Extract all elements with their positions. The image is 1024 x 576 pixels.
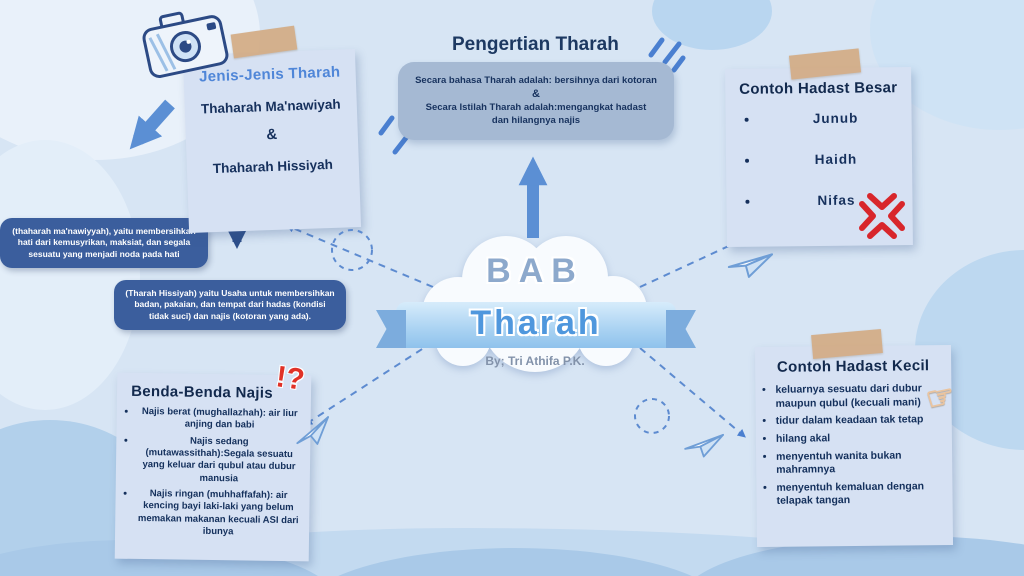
background-blob <box>652 0 772 50</box>
list-item: Nifas <box>760 192 912 209</box>
background-blob <box>0 140 140 410</box>
jenis-item-hissiyah: Thaharah Hissiyah <box>212 156 334 177</box>
pengertian-line2: Secara Istilah Tharah adalah:mengangkat … <box>425 102 647 126</box>
list-item: Najis berat (mughallazhah): air liur anj… <box>137 406 303 433</box>
note-hissiyah: (Tharah Hissiyah) yaitu Usaha untuk memb… <box>114 280 346 331</box>
list-item: keluarnya sesuatu dari dubur maupun qubu… <box>775 382 945 411</box>
author-byline: By; Tri Athifa P.K. <box>485 354 585 368</box>
jenis-item-manawiyah: Thaharah Ma'nawiyah <box>200 96 341 117</box>
list-item: Junub <box>760 110 912 127</box>
center-title-tharah: Tharah <box>470 304 602 342</box>
hadast-kecil-card: Contoh Hadast Kecil keluarnya sesuatu da… <box>754 344 954 548</box>
ribbon-banner <box>396 302 676 348</box>
pengertian-separator: & <box>532 88 540 101</box>
list-item: Najis ringan (muhhaffafah): air kencing … <box>135 488 302 540</box>
jenis-separator: & <box>266 125 278 144</box>
list-item: tidur dalam keadaan tak tetap <box>776 413 946 428</box>
hadast-kecil-title: Contoh Hadast Kecil <box>776 357 930 376</box>
benda-najis-card: Benda-Benda Najis Najis berat (mughallaz… <box>114 372 312 562</box>
dashed-circle <box>331 229 373 271</box>
list-item: Najis sedang (mutawassithah):Segala sesu… <box>136 435 303 487</box>
list-item: Haidh <box>760 151 912 168</box>
hadast-kecil-list: keluarnya sesuatu dari dubur maupun qubu… <box>755 382 952 509</box>
paper-plane-icon <box>684 433 724 458</box>
dashed-circle <box>634 398 670 434</box>
note-manawiyyah: (thaharah ma'nawiyyah), yaitu membersihk… <box>0 218 208 269</box>
pengertian-line1: Secara bahasa Tharah adalah: bersihnya d… <box>415 75 657 87</box>
cloud-shape <box>422 236 647 372</box>
list-item: menyentuh kemaluan dengan telapak tangan <box>776 480 946 509</box>
list-item: hilang akal <box>776 431 946 446</box>
pengertian-box: Secara bahasa Tharah adalah: bersihnya d… <box>398 62 674 140</box>
pengertian-title: Pengertian Tharah <box>452 34 619 55</box>
benda-najis-list: Najis berat (mughallazhah): air liur anj… <box>115 406 311 540</box>
center-title-bab: BAB <box>486 252 584 290</box>
hadast-besar-card: Contoh Hadast Besar JunubHaidhNifas <box>725 67 913 247</box>
hadast-besar-list: JunubHaidhNifas <box>726 110 913 209</box>
paper-plane-icon <box>727 253 773 278</box>
list-item: menyentuh wanita bukan mahramnya <box>776 449 946 478</box>
camera-icon <box>142 11 229 78</box>
hadast-besar-title: Contoh Hadast Besar <box>739 79 898 98</box>
alert-interrobang: !? <box>273 360 307 397</box>
